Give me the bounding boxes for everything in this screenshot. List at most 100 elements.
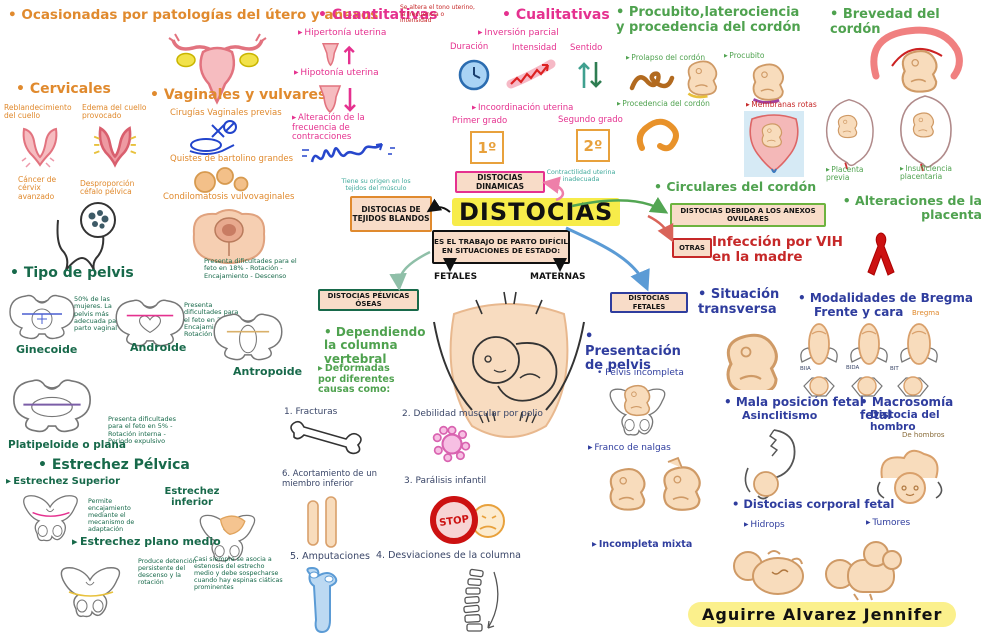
- note-platipeloide: Presenta dificultades para el feto en 5%…: [108, 415, 177, 445]
- label-platipeloide: Platipeloide o plana: [8, 439, 126, 451]
- label-intensidad: Intensidad: [512, 43, 557, 53]
- item-paralisis: 3. Parálisis infantil: [404, 476, 487, 486]
- label-hipotonia: Hipotonía uterina: [294, 68, 378, 78]
- arrow-to-tejidos: [426, 198, 451, 213]
- label-vih: Infección por VIH en la madre: [712, 234, 843, 266]
- label-desproporcion: Desproporción céfalo pélvica: [80, 179, 135, 197]
- grade-2-box: 2º: [576, 129, 610, 162]
- label-primer-grado: Primer grado: [452, 116, 508, 126]
- hidrops-drawing: [733, 550, 804, 595]
- label-antropoide: Antropoide: [233, 365, 303, 378]
- item-amputaciones: 5. Amputaciones: [290, 551, 370, 562]
- label-frente-cara: Frente y cara: [814, 305, 904, 319]
- franco-fetuses-drawing: [609, 456, 701, 511]
- note-estrechez-medio: Produce detención persistente del descen…: [138, 558, 197, 587]
- ginecoide-drawing: [9, 294, 75, 340]
- label-mala-posicion: Mala posición fetal: [724, 395, 864, 409]
- label-asinclitismo: Asinclitismo: [742, 409, 818, 422]
- legs-drawing: [307, 496, 337, 548]
- androide-drawing: [115, 299, 185, 347]
- arrow-to-pelvicas: [389, 250, 431, 291]
- box-otras: OTRAS: [672, 238, 712, 258]
- procubito-fetus-drawing: [752, 63, 784, 104]
- uterus-drawing: [168, 33, 267, 105]
- label-duracion: Duración: [450, 42, 489, 52]
- cervix-edema-drawing: [93, 126, 137, 168]
- label-hipertonia: Hipertonía uterina: [298, 28, 386, 38]
- box-tejidos-blandos: DISTOCIAS DE TEJIDOS BLANDOS: [350, 196, 432, 232]
- label-cirugias: Cirugías Vaginales previas: [170, 108, 282, 118]
- label-distocia-hombro: Distocia del hombro: [870, 409, 940, 433]
- label-alteracion-frecuencia: Alteración de la frecuencia de contracci…: [292, 113, 404, 143]
- stop-sign-drawing: STOP: [430, 496, 505, 544]
- section-vaginales-title: Vaginales y vulvares: [150, 87, 326, 104]
- box-anexos-ovulares: DISTOCIAS DEBIDO A LOS ANEXOS OVULARES: [670, 203, 826, 227]
- cord-s-drawing: [636, 118, 679, 152]
- placenta-previa-drawing: [818, 96, 880, 170]
- label-tumores: Tumores: [866, 518, 910, 528]
- box-definition: ES EL TRABAJO DE PARTO DIFÍCIL EN SITUAC…: [432, 230, 570, 264]
- transversa-fetus-drawing: [726, 333, 778, 390]
- label-macrosomia: Macrosomía fetal: [860, 395, 988, 423]
- label-incoordinacion: Incoordinación uterina: [472, 103, 573, 114]
- label-bregma: Bregma: [912, 309, 940, 317]
- section-pelvis-title: Tipo de pelvis: [10, 265, 134, 282]
- cervix-soft-drawing: [21, 127, 58, 168]
- svg-text:STOP: STOP: [439, 514, 470, 529]
- estrechez-medio-drawing: [60, 567, 121, 618]
- section-estrechez-title: Estrechez Pélvica: [38, 457, 190, 474]
- note-cuantitativas: Se altera el tono uterino, la frecuencia…: [400, 4, 475, 25]
- section-cordon-title: Procubito,laterociencia y procedencia de…: [616, 5, 806, 35]
- virus-drawing: [432, 425, 471, 463]
- item-acortamiento: 6. Acortamiento de un miembro inferior: [282, 469, 377, 489]
- surgery-icon: [189, 120, 237, 155]
- note-androide: Presenta dificultades para el feto en 26…: [184, 301, 239, 339]
- box-pelvicas-oseas: DISTOCIAS PÉLVICAS ÓSEAS: [318, 289, 419, 311]
- insuficiencia-drawing: [893, 92, 957, 172]
- box-distocias-fetales: DISTOCIAS FETALES: [610, 292, 688, 313]
- label-membranas: Membranas rotas: [746, 100, 816, 109]
- label-inversion: Inversión parcial: [478, 28, 558, 38]
- label-procedencia: Procedencia del cordón: [617, 99, 710, 108]
- hipertonia-icon: [321, 42, 355, 67]
- hipotonia-icon: [318, 85, 356, 114]
- label-bit: BIT: [890, 366, 899, 372]
- brevedad-drawing: [870, 26, 963, 93]
- label-sentido: Sentido: [570, 43, 603, 53]
- bone-drawing: [290, 420, 362, 455]
- section-brevedad-title: Brevedad del cordón: [830, 7, 988, 37]
- label-procubito: Procubito: [724, 51, 764, 60]
- label-segundo-grado: Segundo grado: [558, 115, 623, 125]
- note-antropoide: Presenta dificultades para el feto en 18…: [204, 257, 297, 280]
- item-fracturas: 1. Fracturas: [284, 407, 338, 417]
- label-androide: Androide: [130, 341, 187, 354]
- label-alteraciones-placenta: Alteraciones de la placenta: [842, 194, 982, 222]
- label-fetales: FETALES: [434, 272, 478, 282]
- note-tejidos: Tiene su origen en los tejidos del múscu…: [341, 178, 411, 193]
- label-condilomatosis: Condilomatosis vulvovaginales: [163, 192, 295, 202]
- label-insuficiencia: Insuficiencia placentaria: [900, 164, 962, 182]
- note-dinamicas: Contractilidad uterina inadecuada: [546, 169, 616, 184]
- cysts-drawing: [194, 167, 249, 193]
- label-de-hombros: De hombros: [902, 431, 945, 439]
- label-situacion-transversa: Situación transversa: [698, 287, 790, 317]
- section-utero-title: Ocasionadas por patologías del útero y a…: [8, 7, 378, 23]
- label-placenta-previa: Placenta previa: [826, 165, 870, 183]
- note-ginecoide: 50% de las mujeres. La pelvis más adecua…: [74, 295, 131, 333]
- macrosomia-drawing: [876, 449, 943, 504]
- box-distocias-dinamicas: DISTOCIAS DINAMICAS: [455, 171, 545, 193]
- label-prolapso: Prolapso del cordón: [626, 53, 705, 62]
- membranas-drawing: [744, 111, 804, 177]
- direction-arrows-icon: [578, 62, 602, 88]
- bregma-heads-drawing: [800, 323, 938, 365]
- label-ginecoide: Ginecoide: [16, 343, 78, 356]
- label-circulares: Circulares del cordón: [654, 180, 816, 194]
- signature: Aguirre Alvarez Jennifer: [688, 602, 957, 627]
- breech-pelvis-drawing: [609, 384, 666, 436]
- intensity-arrow-icon: [506, 59, 556, 89]
- spine-drawing: [463, 568, 499, 632]
- label-estrechez-medio: Estrechez plano medio: [72, 535, 221, 548]
- label-incompleta-mixta: Incompleta mixta: [592, 539, 692, 551]
- label-maternas: MATERNAS: [530, 272, 586, 282]
- label-cancer-cervix: Cáncer de cérvix avanzado: [18, 175, 57, 201]
